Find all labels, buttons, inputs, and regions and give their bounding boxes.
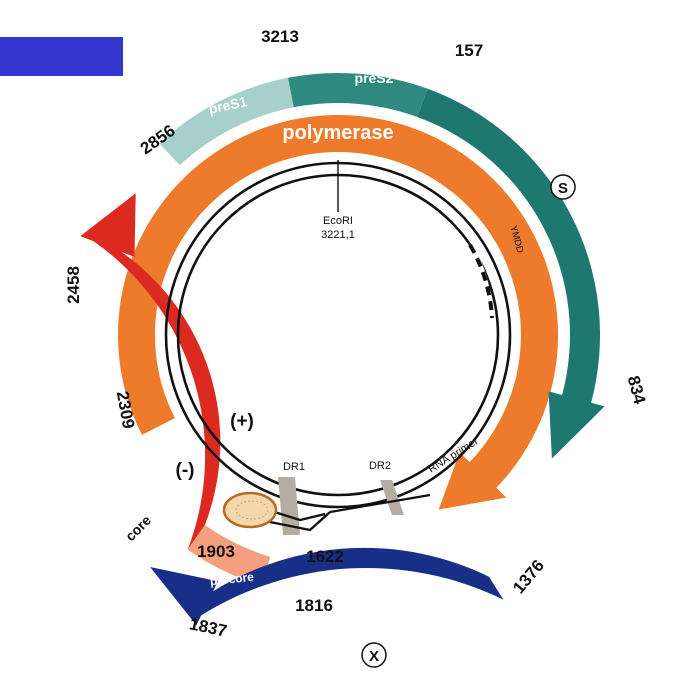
minus-strand-end — [267, 508, 326, 522]
arc-s — [417, 88, 605, 459]
rna-primer-line — [329, 493, 431, 514]
plus-strand-branch — [269, 511, 331, 532]
ecori-label: EcoRI — [323, 215, 353, 227]
pos-3213: 3213 — [261, 27, 299, 46]
dna-strands — [164, 160, 512, 535]
pos-1816: 1816 — [295, 596, 333, 615]
corner-block — [0, 37, 123, 76]
core-badge — [119, 509, 157, 547]
arc-pres1 — [159, 77, 294, 166]
arc-precore — [187, 525, 271, 586]
label-polymerase: polymerase — [282, 122, 393, 144]
label-pres1: preS1 — [207, 93, 249, 117]
arc-core — [80, 193, 221, 550]
x-badge — [361, 642, 387, 668]
arc-x — [150, 547, 504, 626]
pos-834: 834 — [624, 374, 650, 407]
minus-strand-label: (-) — [176, 460, 195, 481]
label-pres2: preS2 — [355, 70, 394, 86]
dr1-label: DR1 — [283, 461, 305, 473]
dr2-label: DR2 — [369, 460, 391, 472]
dr1-box — [278, 477, 300, 535]
arc-pres2 — [288, 72, 428, 117]
pos-1622: 1622 — [306, 547, 344, 566]
s-badge — [550, 174, 576, 200]
pos-1837: 1837 — [188, 614, 229, 640]
label-s: S — [558, 180, 568, 197]
blob-texture — [235, 500, 269, 520]
ecori-position: 3221,1 — [321, 229, 355, 241]
label-precore: precore — [209, 570, 255, 589]
pos-2458: 2458 — [64, 266, 83, 304]
pos-1376: 1376 — [509, 556, 548, 597]
label-x: X — [369, 648, 379, 665]
plus-strand-dashes — [468, 243, 494, 319]
polymerase-primer-blob — [222, 491, 278, 529]
dr2-box — [380, 480, 404, 515]
pos-157: 157 — [455, 41, 483, 60]
pos-1903: 1903 — [197, 542, 235, 561]
plus-strand-label: (+) — [230, 411, 254, 432]
